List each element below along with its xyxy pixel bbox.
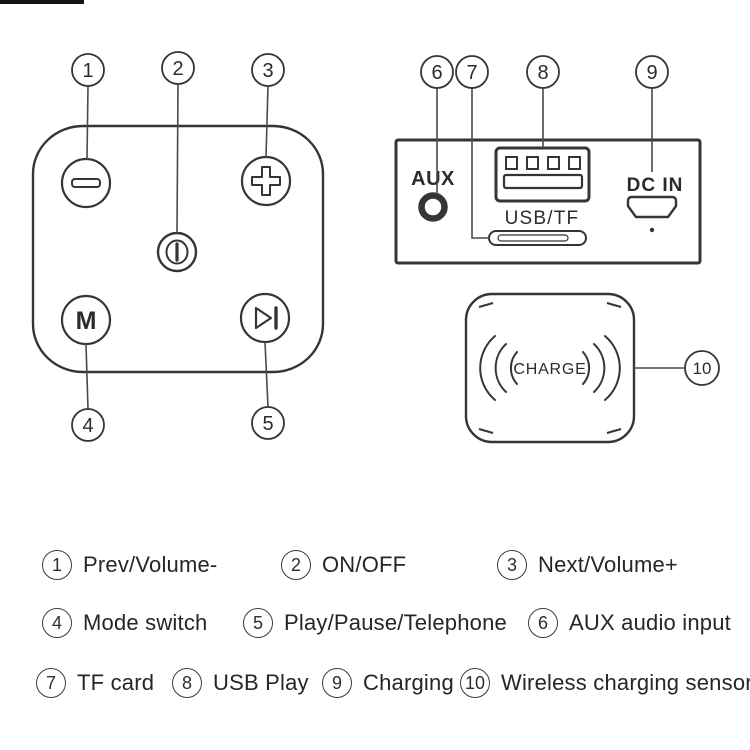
dc-in-label: DC IN [627,175,684,196]
power-icon [165,239,189,265]
legend-item-play-pause: 5 Play/Pause/Telephone [243,607,507,639]
legend-item-aux-input: 6 AUX audio input [528,607,731,639]
callout-3: 3 [251,53,285,158]
legend-item-mode-switch: 4 Mode switch [42,607,207,639]
legend-label: Charging [363,670,454,695]
callout-number: 1 [82,60,93,82]
legend-label: Next/Volume+ [538,552,678,577]
callout-4: 4 [71,343,105,442]
legend-label: Wireless charging sensor [501,670,750,695]
legend-label: Play/Pause/Telephone [284,610,507,635]
charging-waves-left-icon [479,335,518,401]
callout-number: 3 [262,60,273,82]
aux-label: AUX [411,168,455,190]
legend-label: Prev/Volume- [83,552,218,577]
legend-number: 5 [243,608,273,638]
charge-label: CHARGE [513,361,586,378]
callout-5: 5 [251,341,285,440]
legend-label: AUX audio input [569,610,731,635]
usb-pin [568,156,581,170]
callout-number: 7 [466,62,477,84]
plus-icon [251,166,281,196]
callout-number: 4 [82,415,93,437]
callout-1: 1 [71,53,105,160]
legend-label: TF card [77,670,155,695]
legend-item-tf-card: 7 TF card [36,667,154,699]
legend-number: 3 [497,550,527,580]
micro-usb-port [626,195,678,233]
usb-tongue [502,173,584,190]
volume-down-button [60,157,112,209]
legend-number: 10 [460,668,490,698]
panel-dot [649,227,655,233]
legend-number: 7 [36,668,66,698]
callout-2: 2 [161,51,195,234]
callout-7: 7 [455,55,489,239]
legend-item-prev-volume: 1 Prev/Volume- [42,549,217,581]
play-pause-icon [254,306,273,330]
legend-item-usb-play: 8 USB Play [172,667,309,699]
minus-icon [71,178,101,188]
usb-pin [526,156,539,170]
legend-label: USB Play [213,670,309,695]
legend-number: 8 [172,668,202,698]
usb-pin [505,156,518,170]
callout-number: 2 [172,58,183,80]
legend-item-next-volume: 3 Next/Volume+ [497,549,678,581]
legend-item-wireless-sensor: 10 Wireless charging sensor [460,667,750,699]
legend-number: 4 [42,608,72,638]
legend-item-on-off: 2 ON/OFF [281,549,406,581]
aux-jack [418,192,448,222]
charging-waves-right-icon [582,335,621,401]
image-edge-artifact [0,0,84,4]
callout-9: 9 [635,55,669,172]
legend-number: 1 [42,550,72,580]
io-panel-outline [394,138,702,265]
usb-tf-label: USB/TF [505,208,580,229]
legend-number: 6 [528,608,558,638]
usb-pin [547,156,560,170]
callout-number: 9 [646,62,657,84]
callout-number: 8 [537,62,548,84]
callout-8: 8 [526,55,560,148]
mode-button-label: M [76,307,97,335]
callout-number: 10 [693,359,712,378]
legend-item-charging: 9 Charging [322,667,454,699]
speaker-callout-diagram: M AUX USB/TF [31,51,720,444]
callout-10: 10 [634,350,720,386]
legend-number: 9 [322,668,352,698]
charging-pad-corner-marks [478,302,622,434]
legend-label: Mode switch [83,610,208,635]
callout-6: 6 [420,55,454,194]
legend-label: ON/OFF [322,552,407,577]
legend-number: 2 [281,550,311,580]
callout-number: 5 [262,413,273,435]
callout-number: 6 [431,62,442,84]
